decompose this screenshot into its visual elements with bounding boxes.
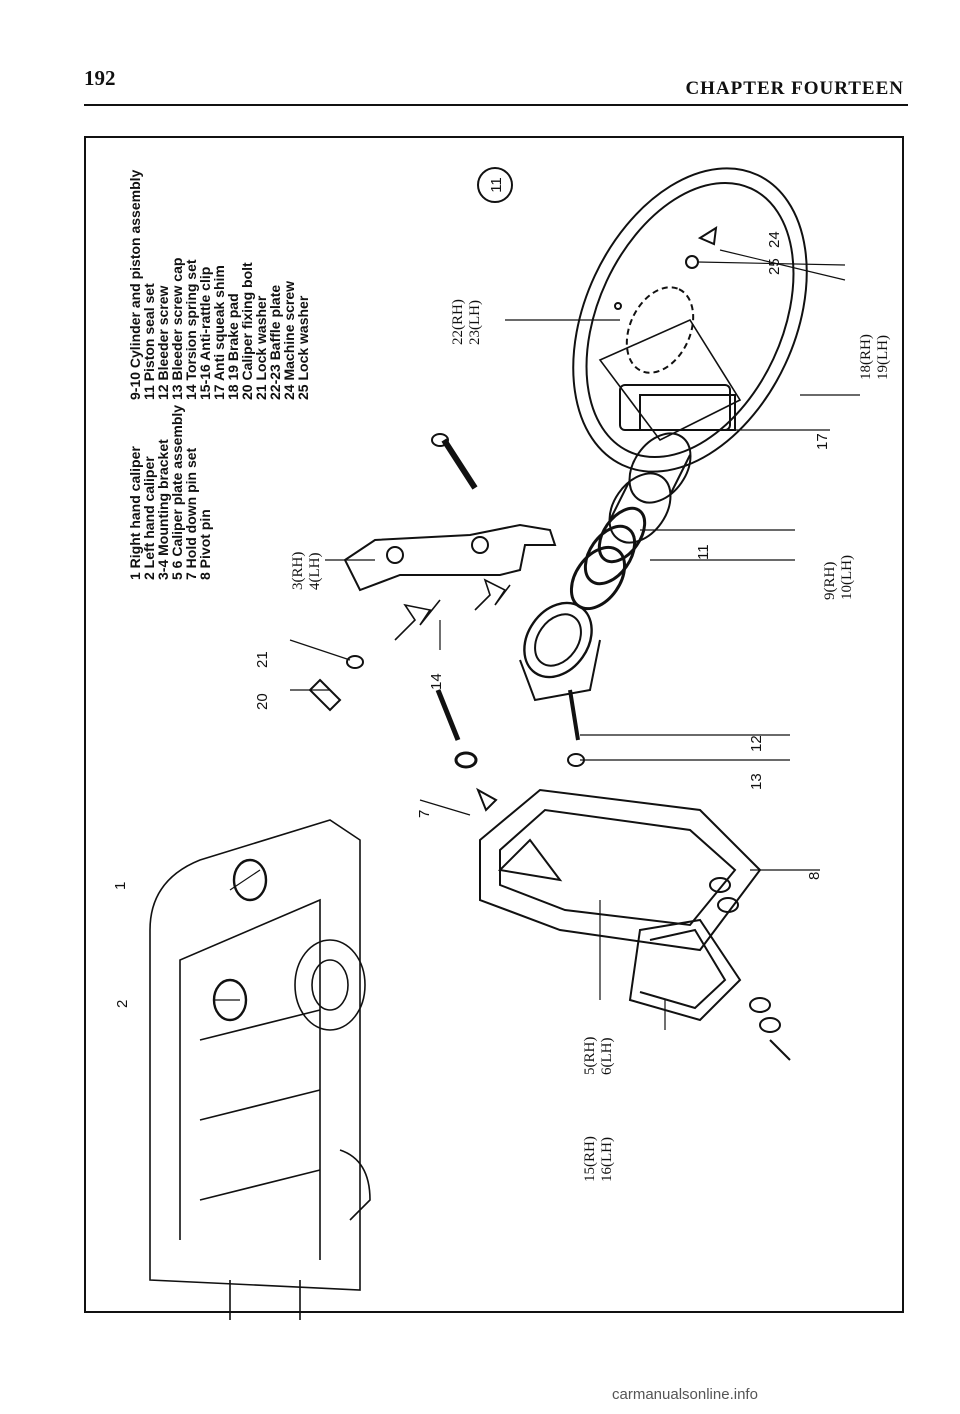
callout-8: 8: [806, 871, 823, 880]
callout-10: 10(LH): [839, 555, 855, 600]
legend-right: 9-10 Cylinder and piston assembly 11 Pis…: [127, 169, 311, 400]
figure-number: 11: [488, 177, 505, 193]
callout-19: 19(LH): [875, 335, 891, 380]
callout-17: 17: [814, 433, 831, 450]
callout-3: 3(RH): [290, 551, 306, 590]
legend-item: 8 Pivot pin: [197, 509, 213, 580]
callout-23: 23(LH): [467, 300, 483, 345]
legend-item: 5 6 Caliper plate assembly: [169, 404, 185, 580]
mounting-bracket: [343, 523, 557, 592]
callout-18: 18(RH): [858, 334, 874, 380]
callout-14: 14: [428, 673, 445, 690]
callout-24: 24: [766, 231, 783, 248]
callout-2: 2: [114, 999, 131, 1008]
watermark: carmanualsonline.info: [612, 1386, 758, 1403]
legend-left: 1 Right hand caliper 2 Left hand caliper…: [127, 404, 213, 580]
legend-item: 12 Bleeder screw: [155, 285, 171, 400]
leader-lines: [215, 249, 860, 1030]
callout-5-6: 5(RH) 6(LH): [582, 1037, 616, 1075]
callout-5: 5(RH): [582, 1036, 598, 1075]
callout-13: 13: [748, 773, 765, 790]
legend-item: 2 Left hand caliper: [141, 456, 157, 580]
callout-3-4: 3(RH) 4(LH): [290, 552, 324, 590]
bolt-and-washer: [308, 655, 364, 712]
callout-22: 22(RH): [450, 299, 466, 345]
piston: [608, 432, 692, 544]
callout-6: 6(LH): [599, 1037, 615, 1076]
legend-item: 1 Right hand caliper: [127, 446, 143, 580]
legend-item: 21 Lock washer: [253, 295, 269, 400]
legend-item: 11 Piston seal set: [141, 283, 157, 400]
anti-rattle-clip: [628, 918, 742, 1022]
pivot-pin: [709, 877, 791, 1061]
page-number: 192: [84, 66, 116, 90]
brake-pads: [619, 384, 736, 431]
callout-22-23: 22(RH) 23(LH): [450, 299, 484, 345]
callout-20: 20: [254, 693, 271, 710]
legend-item: 14 Torsion spring set: [183, 259, 199, 400]
callout-12: 12: [748, 735, 765, 752]
legend-item: 13 Bleeder screw cap: [169, 257, 185, 400]
callout-15: 15(RH): [582, 1136, 598, 1182]
legend-item: 15-16 Anti-rattle clip: [197, 266, 213, 400]
callout-21: 21: [254, 651, 271, 668]
callout-7: 7: [416, 809, 433, 818]
car-body-illustration: [149, 819, 371, 1320]
legend-item: 17 Anti squeak shim: [211, 265, 227, 400]
callout-25: 25: [766, 258, 783, 275]
figure-frame: [84, 136, 904, 1313]
legend-item: 7 Hold down pin set: [183, 447, 199, 580]
cylinder: [519, 601, 601, 702]
callout-16: 16(LH): [599, 1137, 615, 1182]
callout-15-16: 15(RH) 16(LH): [582, 1136, 616, 1182]
legend-item: 22-23 Baffle plate: [267, 284, 283, 400]
legend-item: 24 Machine screw: [281, 280, 297, 400]
callout-4: 4(LH): [307, 552, 323, 591]
torsion-springs: [394, 578, 511, 641]
callout-1: 1: [112, 881, 129, 890]
chapter-title: CHAPTER FOURTEEN: [685, 78, 904, 99]
header-rule: [84, 104, 908, 106]
legend-item: 25 Lock washer: [295, 295, 311, 400]
callout-9-10: 9(RH) 10(LH): [822, 555, 856, 600]
caliper-fixing-bolt: [431, 433, 478, 490]
bleeder-screw: [567, 689, 585, 767]
callout-11: 11: [695, 544, 712, 560]
legend-item: 18 19 Brake pad: [225, 293, 241, 400]
legend-item: 20 Caliper fixing bolt: [239, 262, 255, 400]
legend-item: 9-10 Cylinder and piston assembly: [127, 169, 143, 400]
caliper-plate-assembly: [479, 788, 762, 952]
callout-18-19: 18(RH) 19(LH): [858, 334, 892, 380]
figure-number-badge: 11: [477, 167, 513, 203]
hold-down-pins: [435, 689, 498, 812]
callout-9: 9(RH): [822, 561, 838, 600]
legend-item: 3-4 Mounting bracket: [155, 439, 171, 580]
piston-seals: [569, 506, 647, 611]
